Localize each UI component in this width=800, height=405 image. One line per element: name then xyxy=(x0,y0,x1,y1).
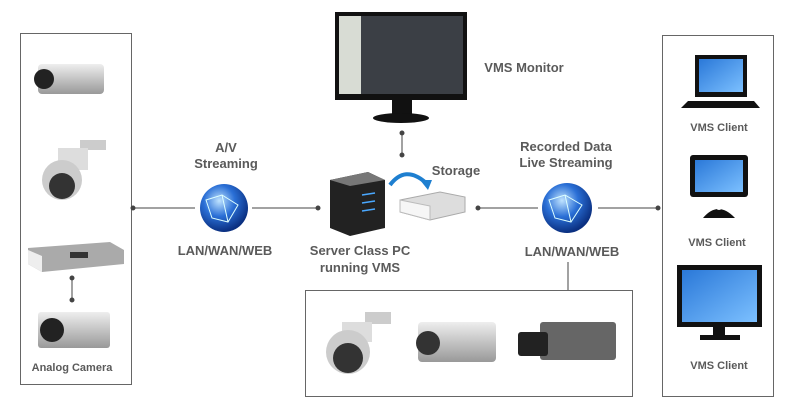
analog-camera-label: Analog Camera xyxy=(31,362,113,374)
ptz-dome-camera-icon xyxy=(326,312,391,374)
arrow-icon xyxy=(388,172,427,187)
av-streaming-label-line1: A/V xyxy=(215,140,237,155)
analog-camera-icon xyxy=(38,312,110,348)
laptop-icon xyxy=(681,55,760,108)
vms-monitor-icon xyxy=(335,12,467,123)
video-encoder-icon xyxy=(28,242,124,272)
bullet-camera-icon xyxy=(518,322,616,360)
all-in-one-monitor-icon xyxy=(690,155,748,218)
box-camera-icon xyxy=(34,64,104,94)
vms-client-label: VMS Client xyxy=(688,237,746,249)
connector-lines xyxy=(69,130,661,303)
client-group-box xyxy=(662,35,774,397)
server-icon xyxy=(330,172,385,236)
globe-icon xyxy=(542,183,592,233)
av-streaming-label-line2: Streaming xyxy=(194,156,258,171)
ptz-dome-camera-icon xyxy=(42,140,106,200)
box-camera-icon xyxy=(416,322,496,362)
arrow-head-icon xyxy=(420,180,432,190)
storage-icon xyxy=(399,191,466,221)
network-right-label: LAN/WAN/WEB xyxy=(524,244,620,259)
recorded-data-label: Recorded Data xyxy=(520,139,612,154)
server-label-line1: Server Class PC xyxy=(309,243,411,258)
vms-client-label: VMS Client xyxy=(690,122,748,134)
vms-client-label: VMS Client xyxy=(690,360,748,372)
vms-monitor-label: VMS Monitor xyxy=(484,60,564,75)
network-left-label: LAN/WAN/WEB xyxy=(177,243,273,258)
globe-icon xyxy=(200,184,248,232)
desktop-monitor-icon xyxy=(677,265,762,340)
storage-label: Storage xyxy=(431,163,481,178)
server-label-line2: running VMS xyxy=(319,260,401,275)
ip-camera-group-box xyxy=(305,290,633,397)
live-streaming-label: Live Streaming xyxy=(519,155,613,170)
